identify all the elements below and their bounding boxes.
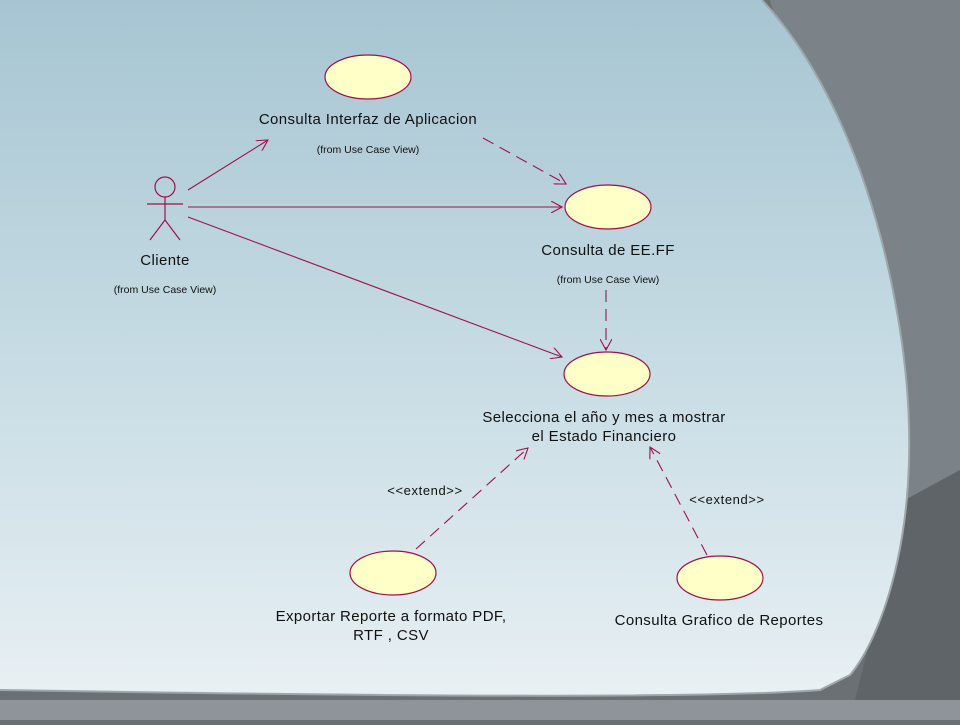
usecase-grafico-ellipse <box>676 555 764 601</box>
usecase-exportar-label-line2: RTF , CSV <box>353 627 429 644</box>
extend-exportar-selecciona <box>415 448 528 550</box>
usecase-eeff-label: Consulta de EE.FF <box>541 242 675 259</box>
actor-cliente-package: (from Use Case View) <box>113 284 217 296</box>
extend-grafico-label: <<extend>> <box>689 492 765 507</box>
assoc-cliente-selecciona <box>187 216 562 357</box>
usecase-exportar-label-line1: Exportar Reporte a formato PDF, <box>275 608 507 625</box>
usecase-interfaz-ellipse <box>324 54 412 100</box>
usecase-interfaz-package: (from Use Case View) <box>316 144 420 156</box>
usecase-selecciona-ellipse <box>563 351 651 397</box>
usecase-eeff-package: (from Use Case View) <box>556 274 660 286</box>
actor-cliente-label: Cliente <box>140 252 190 269</box>
actor-cliente-icon <box>147 176 183 241</box>
extend-exportar-label: <<extend>> <box>387 483 463 498</box>
usecase-eeff-ellipse <box>564 184 652 230</box>
usecase-selecciona-label-line1: Selecciona el año y mes a mostrar <box>482 409 726 426</box>
content-panel <box>0 0 910 696</box>
usecase-grafico-label: Consulta Grafico de Reportes <box>614 612 824 629</box>
usecase-selecciona-label-line2: el Estado Financiero <box>531 428 677 445</box>
assoc-cliente-interfaz <box>187 140 268 191</box>
dep-interfaz-eeff <box>482 137 566 184</box>
usecase-exportar-ellipse <box>349 550 437 596</box>
extend-grafico-selecciona <box>650 447 708 556</box>
usecase-interfaz-label: Consulta Interfaz de Aplicacion <box>258 111 478 128</box>
